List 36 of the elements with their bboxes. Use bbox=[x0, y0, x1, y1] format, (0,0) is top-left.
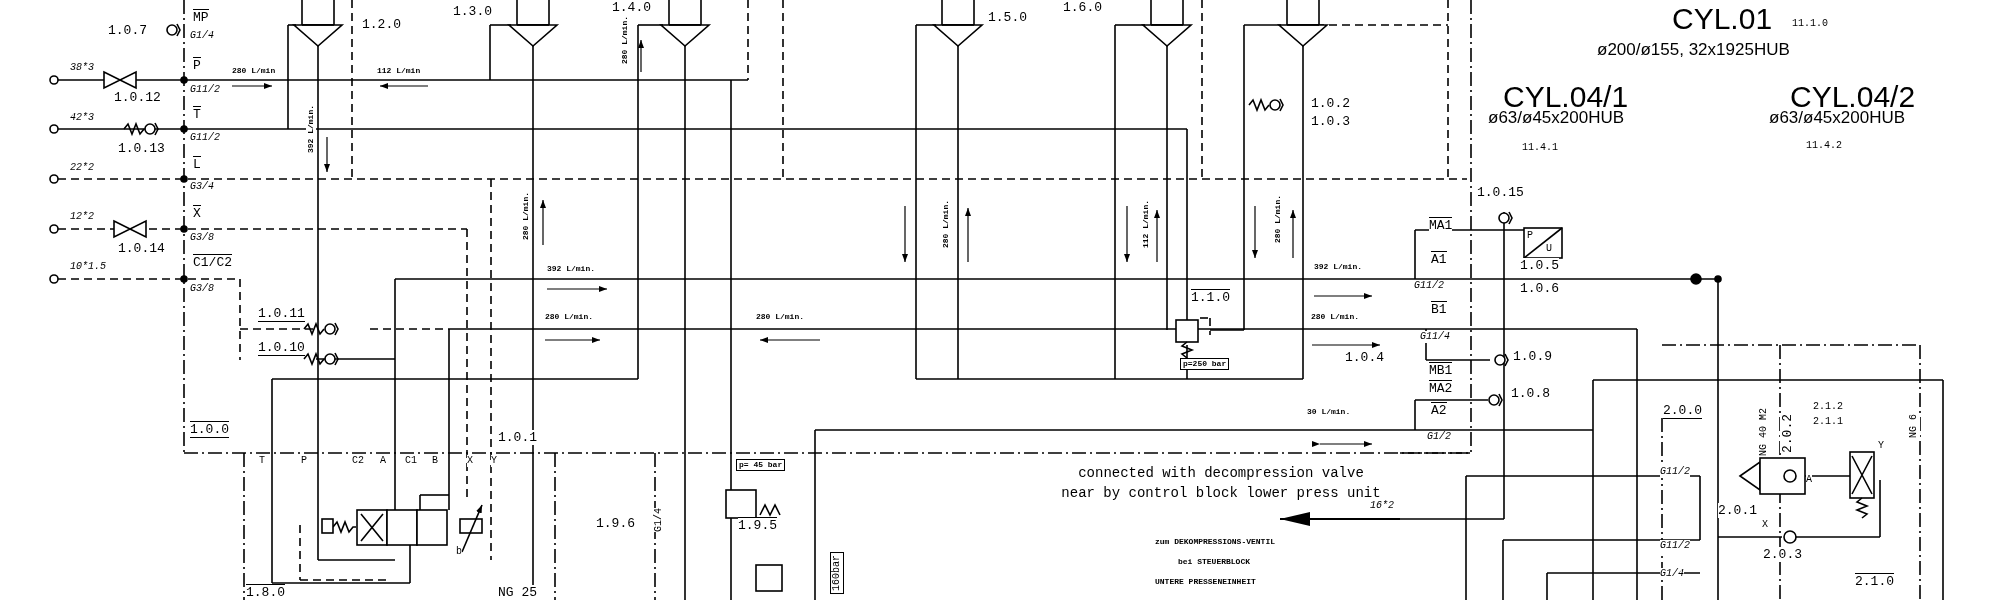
component-label: Y bbox=[491, 455, 497, 467]
component-label: 1.0.0 bbox=[190, 421, 229, 438]
component-label: 280 L/min. bbox=[545, 312, 593, 322]
component-label: 392 L/min. bbox=[1314, 262, 1362, 272]
component-label: 2.0.0 bbox=[1663, 403, 1702, 419]
component-label: MA1 bbox=[1429, 217, 1453, 233]
component-label: X bbox=[467, 455, 473, 467]
component-label: 2.0.1 bbox=[1718, 503, 1757, 518]
component-label: bei STEUERBLOCK bbox=[1178, 557, 1250, 567]
component-label: p= 45 bar bbox=[736, 459, 786, 471]
component-label: p=250 bar bbox=[1180, 358, 1230, 370]
component-label: 2.0.3 bbox=[1763, 547, 1802, 562]
component-label: 160bar bbox=[830, 552, 844, 594]
component-label: ø200/ø155, 32x1925HUB bbox=[1597, 40, 1790, 60]
component-label: 392 L/min. bbox=[547, 264, 595, 274]
component-label: 1.0.1 bbox=[498, 430, 537, 445]
component-label: 30 L/min. bbox=[1307, 407, 1351, 417]
component-label: 280 L/min. bbox=[1273, 195, 1283, 243]
component-label: UNTERE PRESSENEINHEIT bbox=[1155, 577, 1256, 587]
component-label: 280 L/min. bbox=[1311, 312, 1359, 322]
component-label: 280 L/min. bbox=[756, 312, 804, 322]
component-label: 112 L/min bbox=[377, 66, 421, 76]
component-label: 1.0.11 bbox=[258, 306, 305, 322]
component-label: 280 L/min. bbox=[620, 16, 630, 64]
component-label: G11/2 bbox=[1660, 466, 1690, 478]
component-label: G11/4 bbox=[1420, 331, 1450, 343]
component-label: NG 25 bbox=[498, 585, 537, 600]
component-label: NG 6 bbox=[1908, 414, 1920, 438]
component-label: 112 L/min. bbox=[1141, 200, 1151, 248]
component-label: 392 L/min. bbox=[306, 105, 316, 153]
component-label: G11/2 bbox=[1660, 540, 1690, 552]
component-label: 280 L/min bbox=[232, 66, 276, 76]
component-label: 1.0.10 bbox=[258, 340, 305, 356]
component-label: 280 L/min. bbox=[521, 192, 531, 240]
component-label: 280 L/min. bbox=[941, 200, 951, 248]
component-label: zum DEKOMPRESSIONS-VENTIL bbox=[1155, 537, 1276, 547]
